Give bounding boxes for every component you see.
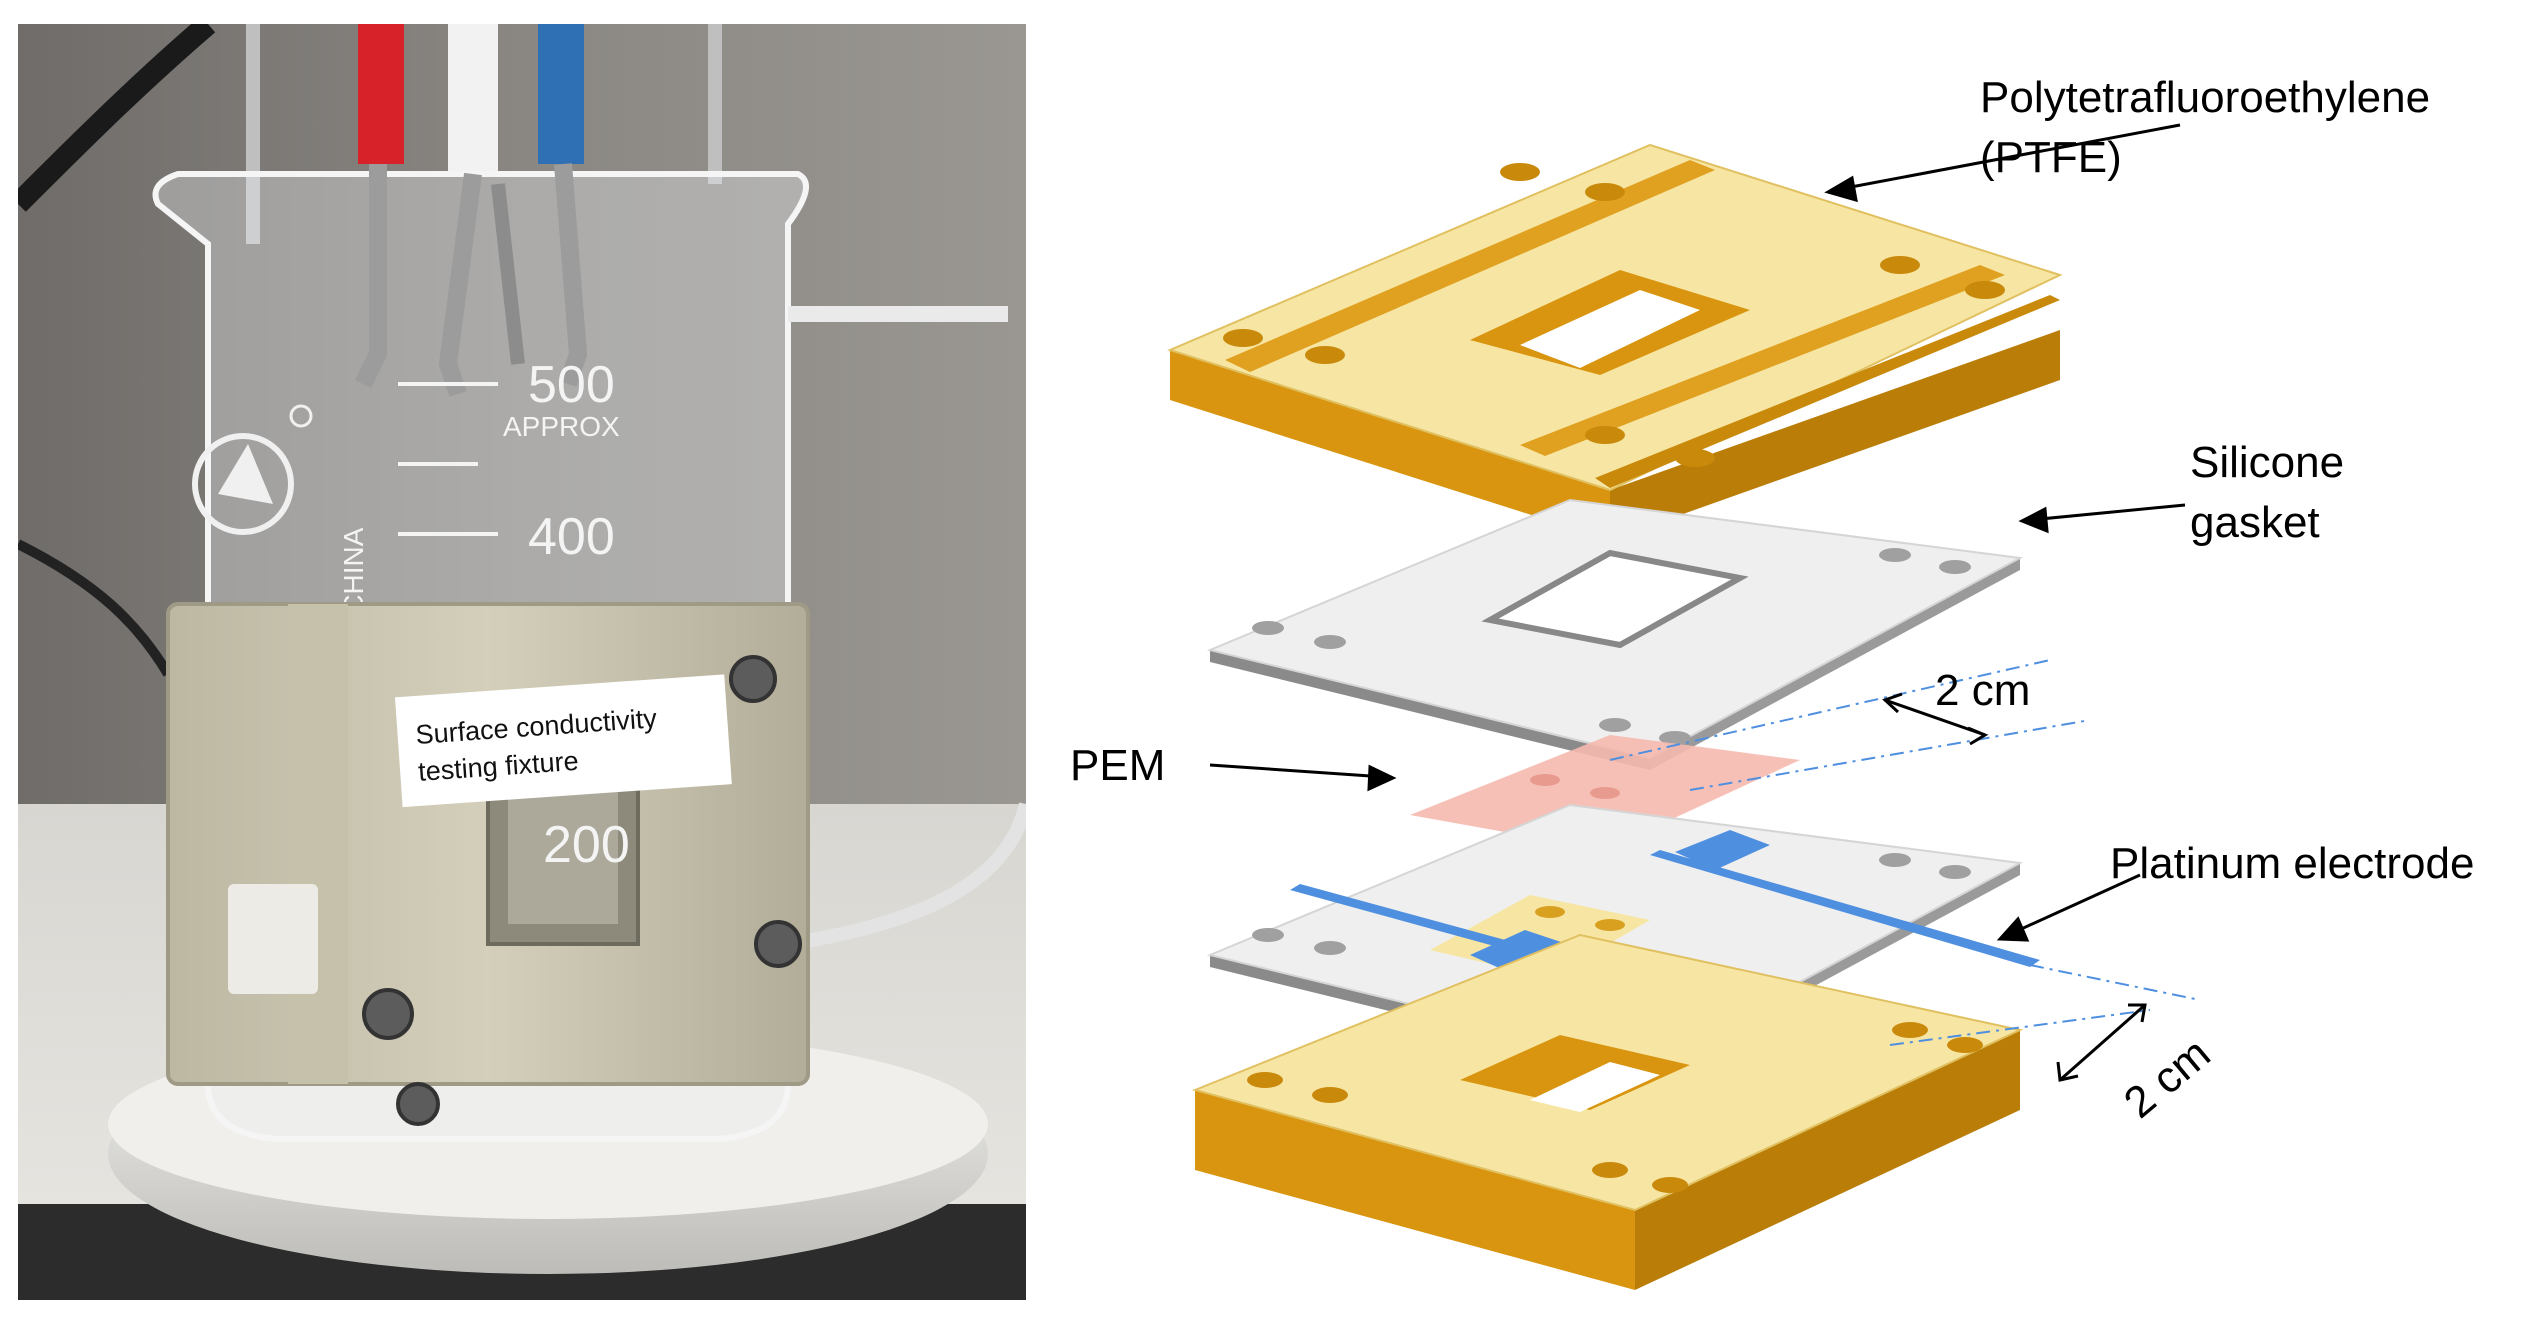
fixture-photo: 500 APPROX 400 CHENGDU CHINA 500ml 200 (18, 24, 1026, 1300)
electrode-label: Platinum electrode (2110, 839, 2474, 888)
silicone-gasket-top (1206, 498, 2024, 770)
dimension-bottom-label: 2 cm (2115, 1029, 2220, 1128)
dimension-arrows (1882, 692, 2147, 1082)
fixture-screw (362, 988, 414, 1040)
fixture-screw (754, 920, 802, 968)
beaker-mark-500: 500 (528, 356, 615, 414)
red-lead (358, 24, 404, 164)
ptfe-bottom-plate (1191, 933, 2024, 1290)
black-cable (18, 24, 216, 212)
fixture-label: Surface conductivity testing fixture (394, 674, 732, 808)
dimension-guides (1609, 659, 2201, 1046)
assembly-illustration: Polytetrafluoroethylene (PTFE) Silicone … (1070, 73, 2474, 1290)
pem-label: PEM (1070, 741, 1165, 790)
pem-membrane (1410, 735, 1800, 850)
beaker-mark-approx: APPROX (503, 411, 620, 442)
blue-lead (538, 24, 584, 164)
fixture-photo-illustration: 500 APPROX 400 CHENGDU CHINA 500ml 200 (18, 24, 1026, 1300)
white-lead (448, 24, 498, 174)
fixture-screw (729, 655, 777, 703)
dimension-top-label: 2 cm (1935, 666, 2030, 715)
fixture-screw (396, 1082, 440, 1126)
beaker-mark-400: 400 (528, 508, 615, 566)
beaker-logo (192, 404, 313, 535)
gasket-label-line2: gasket (2190, 498, 2320, 547)
ptfe-label-line1: Polytetrafluoroethylene (1980, 73, 2430, 122)
exploded-diagram: Polytetrafluoroethylene (PTFE) Silicone … (1050, 0, 2531, 1319)
ptfe-label-line2: (PTFE) (1980, 133, 2122, 182)
beaker-mark-200: 200 (543, 816, 630, 874)
gasket-label-line1: Silicone (2190, 438, 2344, 487)
ptfe-top-plate (1167, 143, 2063, 540)
leader-arrows (1209, 123, 2186, 942)
